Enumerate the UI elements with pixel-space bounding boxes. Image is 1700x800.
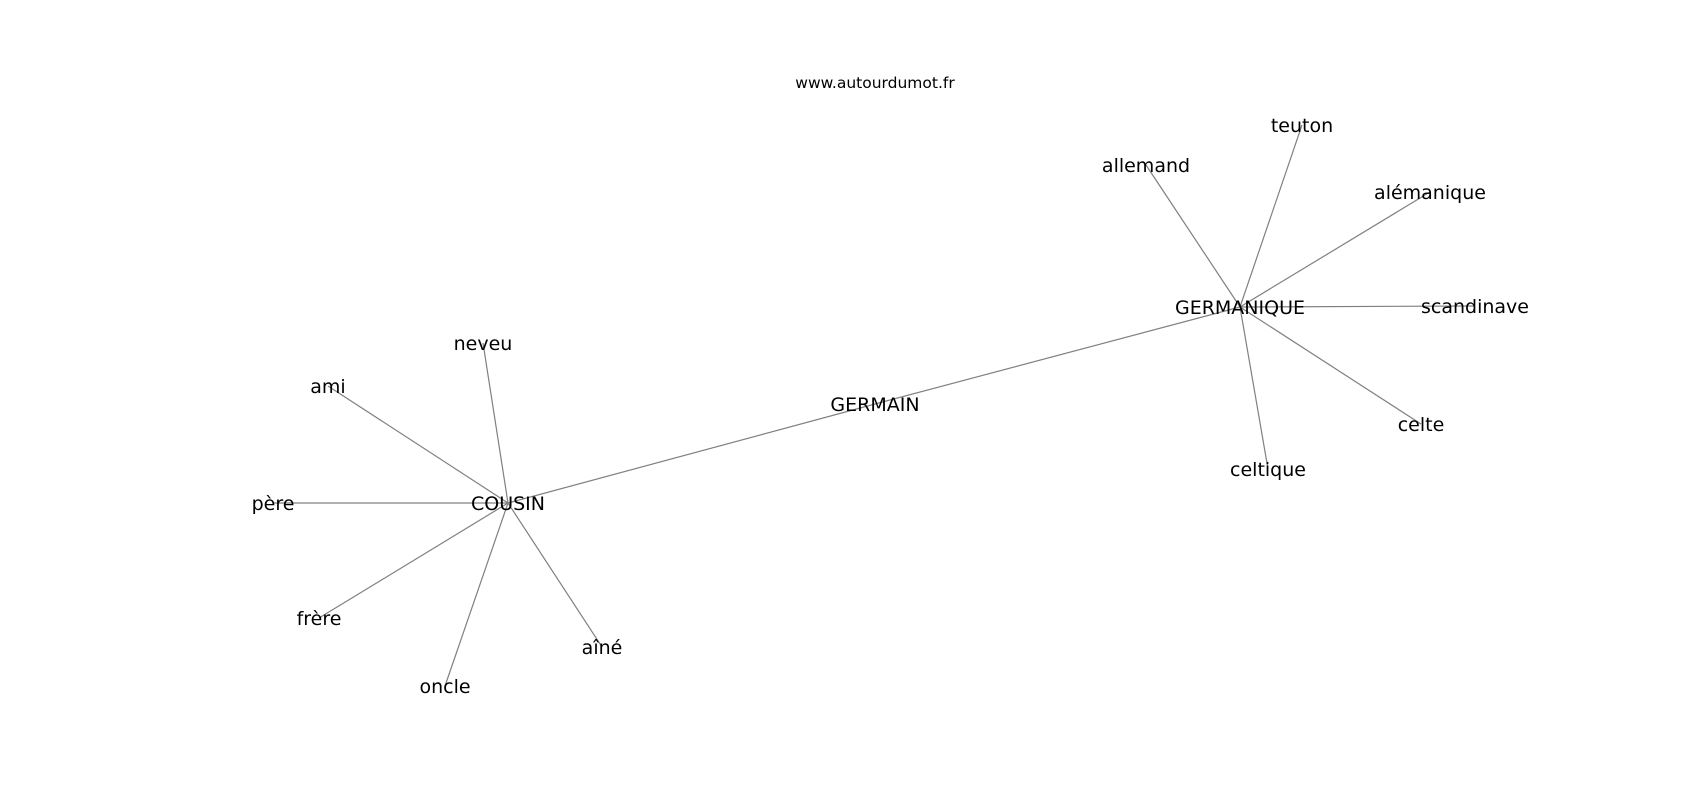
edge-cousin-oncle — [444, 502, 509, 687]
node-alemanique[interactable]: alémanique — [1374, 182, 1486, 204]
node-celtique[interactable]: celtique — [1230, 459, 1306, 481]
edge-germanique-alemanique — [1239, 191, 1431, 308]
edge-germanique-celtique — [1239, 306, 1269, 470]
edge-layer — [273, 124, 1476, 687]
edge-germain-cousin — [507, 403, 876, 504]
node-germain[interactable]: GERMAIN — [830, 394, 919, 416]
edge-cousin-ami — [327, 385, 509, 504]
node-scandinave[interactable]: scandinave — [1421, 296, 1529, 318]
node-neveu[interactable]: neveu — [454, 333, 513, 355]
edge-germanique-scandinave — [1239, 305, 1476, 308]
edge-germain-germanique — [874, 306, 1241, 405]
node-allemand[interactable]: allemand — [1102, 155, 1190, 177]
watermark-text: www.autourdumot.fr — [795, 74, 955, 92]
node-pere[interactable]: père — [252, 493, 295, 515]
edge-cousin-neveu — [482, 342, 509, 504]
edge-cousin-aine — [507, 502, 603, 648]
edge-germanique-celte — [1239, 306, 1422, 425]
edge-cousin-frere — [318, 502, 509, 619]
edge-germanique-allemand — [1145, 164, 1241, 308]
node-germanique[interactable]: GERMANIQUE — [1175, 297, 1305, 319]
node-frere[interactable]: frère — [297, 608, 342, 630]
node-oncle[interactable]: oncle — [419, 676, 470, 698]
edge-germanique-teuton — [1239, 124, 1303, 308]
node-cousin[interactable]: COUSIN — [471, 493, 545, 515]
node-teuton[interactable]: teuton — [1271, 115, 1333, 137]
node-ami[interactable]: ami — [310, 376, 345, 398]
node-celte[interactable]: celte — [1398, 414, 1445, 436]
node-aine[interactable]: aîné — [582, 637, 623, 659]
label-layer: www.autourdumot.fr GERMAIN COUSIN GERMANIQ… — [252, 74, 1529, 698]
